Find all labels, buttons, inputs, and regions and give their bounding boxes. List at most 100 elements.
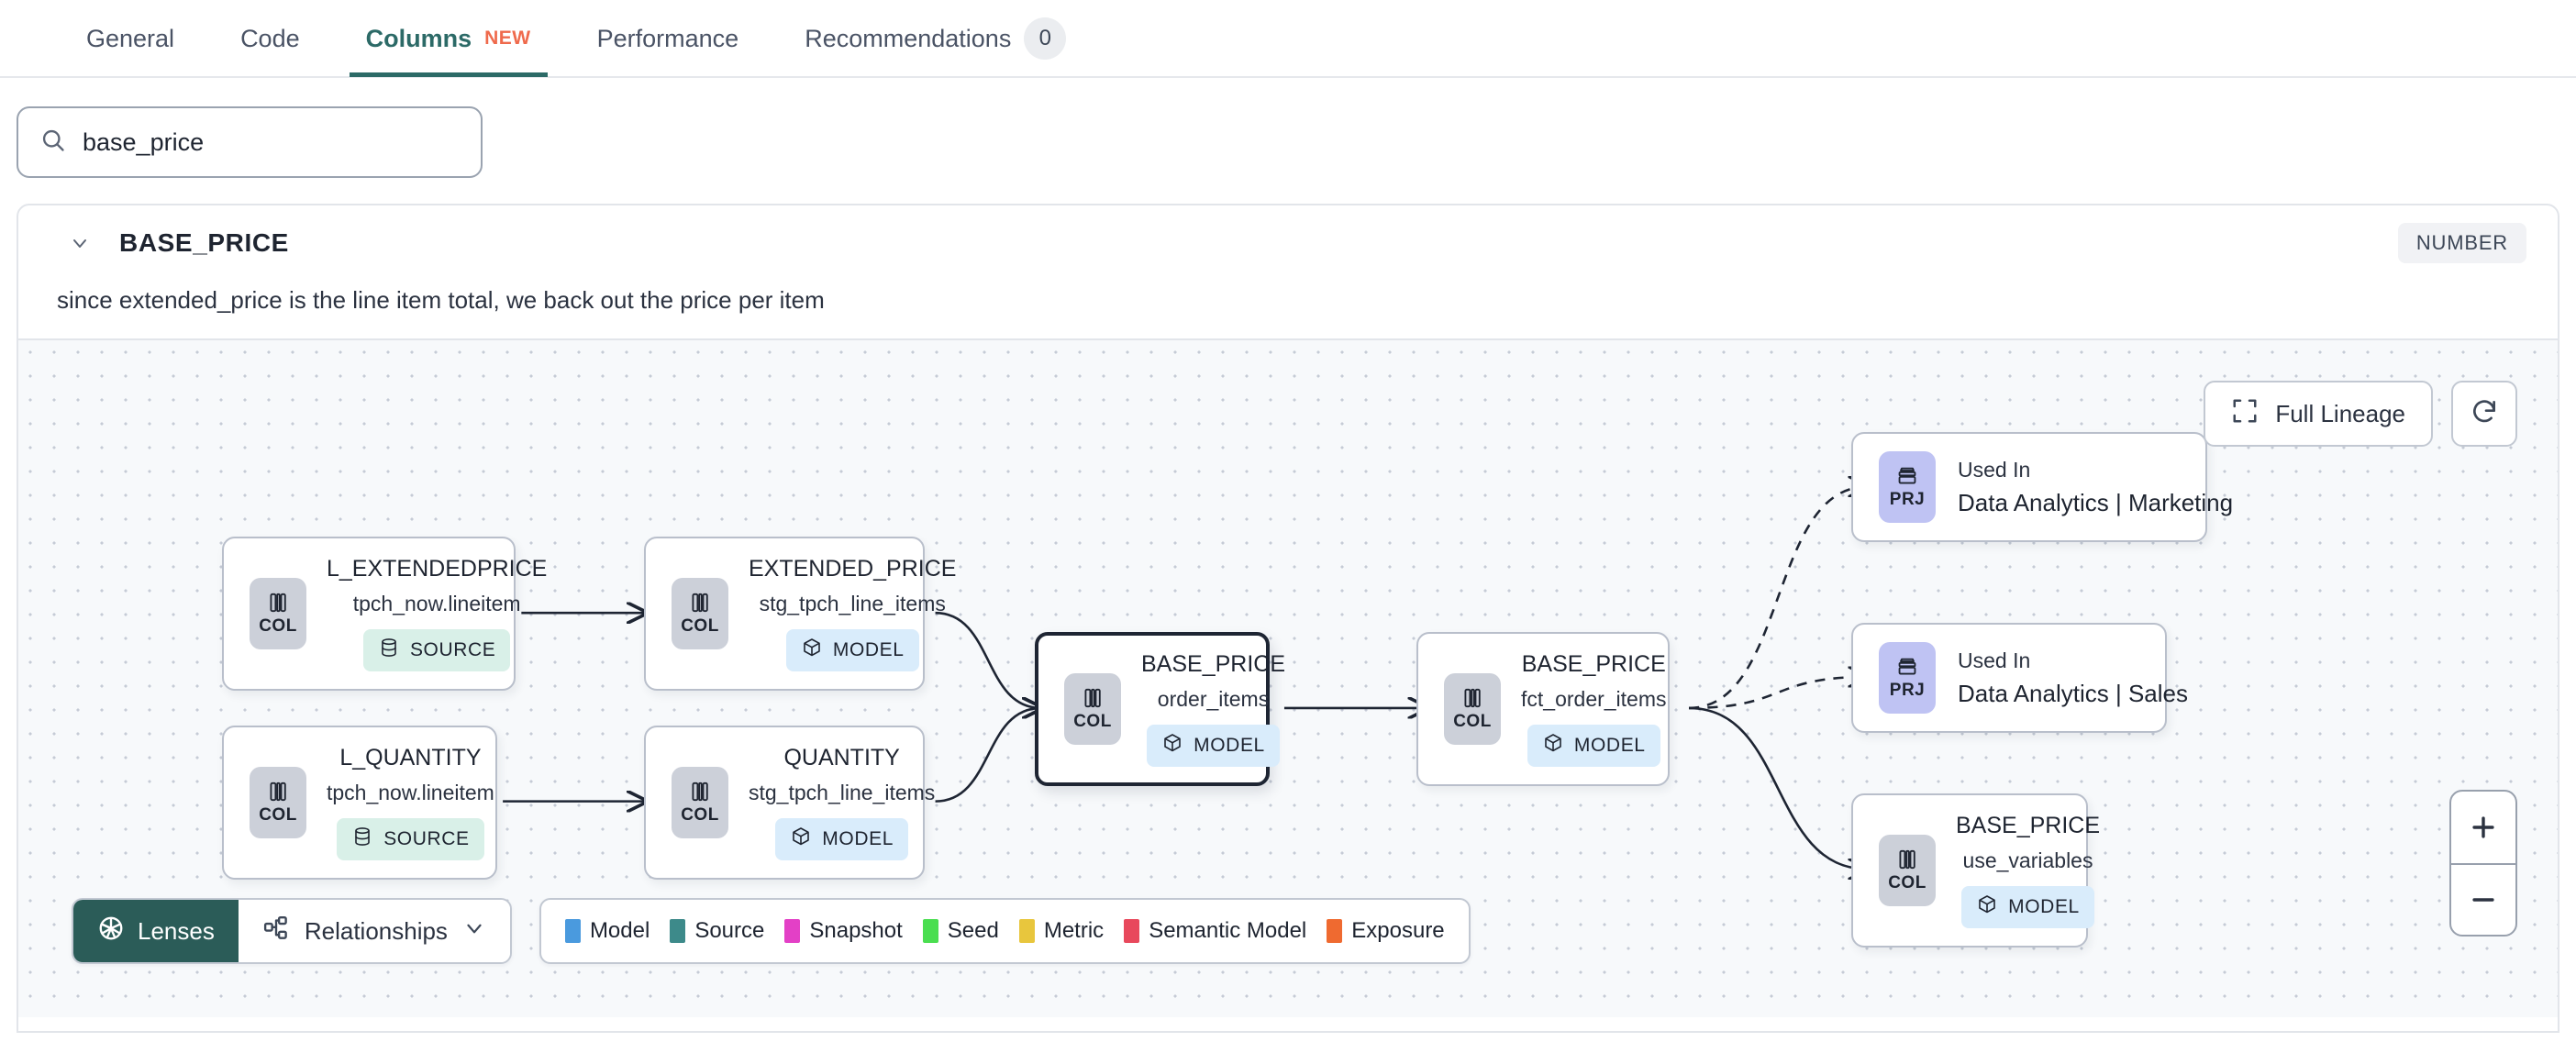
col-icon: COL: [672, 767, 728, 838]
legend-item-source[interactable]: Source: [670, 918, 764, 944]
node-badge-label: SOURCE: [383, 828, 470, 849]
search-input[interactable]: [83, 127, 459, 157]
node-table-name: tpch_now.lineitem: [327, 781, 494, 804]
node-icon-label: COL: [1073, 712, 1112, 731]
node-table-name: fct_order_items: [1521, 687, 1667, 711]
refresh-button[interactable]: [2451, 381, 2517, 447]
search-icon: [40, 127, 66, 158]
lineage-edges: [503, 340, 2558, 1017]
node-column-name: QUANTITY: [783, 745, 900, 770]
node-type-badge: SOURCE: [362, 629, 511, 671]
zoom-controls: [2449, 790, 2517, 937]
legend-swatch: [922, 919, 938, 943]
legend-item-semantic-model[interactable]: Semantic Model: [1124, 918, 1306, 944]
cube-icon: [1542, 732, 1564, 759]
node-project-name: Data Analytics | Sales: [1958, 679, 2188, 707]
lineage-node-base_price_fct[interactable]: COL BASE_PRICE fct_order_items MODEL: [1416, 632, 1670, 786]
node-type-badge: MODEL: [775, 818, 908, 860]
node-used-in-label: Used In: [1958, 648, 2031, 672]
node-table-name: stg_tpch_line_items: [749, 781, 936, 804]
relationships-icon: [262, 914, 290, 948]
zoom-out-button[interactable]: [2451, 863, 2515, 935]
tab-label: Columns: [365, 24, 472, 52]
zoom-in-button[interactable]: [2451, 792, 2515, 863]
col-icon: COL: [1444, 673, 1501, 745]
search-box[interactable]: [17, 106, 483, 178]
tab-recommendations[interactable]: Recommendations 0: [772, 0, 1099, 77]
legend-item-seed[interactable]: Seed: [922, 918, 999, 944]
node-column-name: BASE_PRICE: [1956, 813, 2101, 838]
lineage-node-l_extendedprice[interactable]: COL L_EXTENDEDPRICE tpch_now.lineitem SOU…: [222, 537, 547, 691]
legend-item-metric[interactable]: Metric: [1018, 918, 1105, 944]
full-lineage-button[interactable]: Full Lineage: [2204, 381, 2433, 447]
legend-item-model[interactable]: Model: [564, 918, 650, 944]
canvas-bottom-toolbar: Lenses Relationships: [72, 898, 1471, 964]
cube-icon: [1976, 893, 1998, 921]
node-badge-label: MODEL: [1573, 735, 1646, 756]
legend-swatch: [564, 919, 581, 943]
legend-label: Source: [694, 918, 765, 943]
node-badge-label: MODEL: [1194, 735, 1265, 756]
search-area: [0, 77, 2576, 178]
lenses-button[interactable]: Lenses: [73, 900, 239, 962]
node-column-name: L_QUANTITY: [339, 745, 482, 770]
lineage-edge: [1689, 487, 1867, 710]
column-name: BASE_PRICE: [119, 228, 289, 257]
lineage-node-quantity[interactable]: COL QUANTITY stg_tpch_line_items MODEL: [644, 726, 935, 880]
col-icon: COL: [1879, 835, 1936, 906]
node-icon-label: COL: [259, 616, 297, 636]
col-icon: COL: [250, 767, 306, 838]
lineage-node-l_quantity[interactable]: COL L_QUANTITY tpch_now.lineitem SOURCE: [222, 726, 497, 880]
tab-count-badge: 0: [1024, 17, 1067, 60]
legend-label: Metric: [1043, 918, 1105, 943]
tab-columns[interactable]: Columns NEW: [333, 0, 564, 77]
cube-icon: [801, 637, 823, 664]
node-table-name: tpch_now.lineitem: [352, 592, 521, 615]
tab-general[interactable]: General: [53, 0, 207, 77]
relationships-label: Relationships: [304, 916, 448, 945]
node-type-badge: MODEL: [1961, 886, 2094, 928]
legend-swatch: [1124, 919, 1140, 943]
chevron-down-icon[interactable]: [66, 229, 94, 257]
tab-performance[interactable]: Performance: [564, 0, 772, 77]
node-column-name: L_EXTENDEDPRICE: [327, 556, 548, 582]
lineage-edge: [935, 708, 1041, 803]
lenses-relationships-group: Lenses Relationships: [72, 898, 512, 964]
tab-label: General: [86, 24, 175, 52]
legend-label: Snapshot: [809, 918, 903, 943]
cube-icon: [1161, 732, 1183, 759]
tab-label: Recommendations: [805, 24, 1012, 52]
node-badge-label: MODEL: [832, 639, 905, 660]
legend-item-exposure[interactable]: Exposure: [1327, 918, 1445, 944]
lineage-canvas[interactable]: COL L_EXTENDEDPRICE tpch_now.lineitem SOU…: [18, 338, 2558, 1017]
node-icon-label: COL: [259, 805, 297, 825]
column-header: BASE_PRICE NUMBER: [18, 205, 2558, 281]
node-column-name: EXTENDED_PRICE: [749, 556, 957, 582]
col-icon: COL: [250, 578, 306, 649]
tab-label: Code: [240, 24, 300, 52]
tab-new-badge: NEW: [484, 28, 531, 49]
relationships-dropdown[interactable]: Relationships: [238, 900, 510, 962]
legend-item-snapshot[interactable]: Snapshot: [784, 918, 903, 944]
node-icon-label: COL: [681, 616, 719, 636]
node-table-name: order_items: [1157, 687, 1270, 711]
legend-swatch: [1327, 919, 1343, 943]
node-icon-label: COL: [681, 805, 719, 825]
node-icon-label: COL: [1888, 873, 1926, 892]
node-column-name: BASE_PRICE: [1521, 651, 1666, 677]
expand-corners-icon: [2231, 397, 2259, 431]
aperture-icon: [97, 914, 125, 948]
lenses-label: Lenses: [138, 916, 215, 945]
node-column-name: BASE_PRICE: [1141, 651, 1286, 677]
col-icon: COL: [1064, 673, 1121, 745]
node-icon-label: COL: [1453, 712, 1492, 731]
node-type-badge: MODEL: [1527, 725, 1660, 767]
tab-code[interactable]: Code: [207, 0, 333, 77]
lineage-node-base_price_order_items[interactable]: COL BASE_PRICE order_items MODEL: [1035, 632, 1285, 786]
lineage-edge: [1689, 706, 1867, 870]
